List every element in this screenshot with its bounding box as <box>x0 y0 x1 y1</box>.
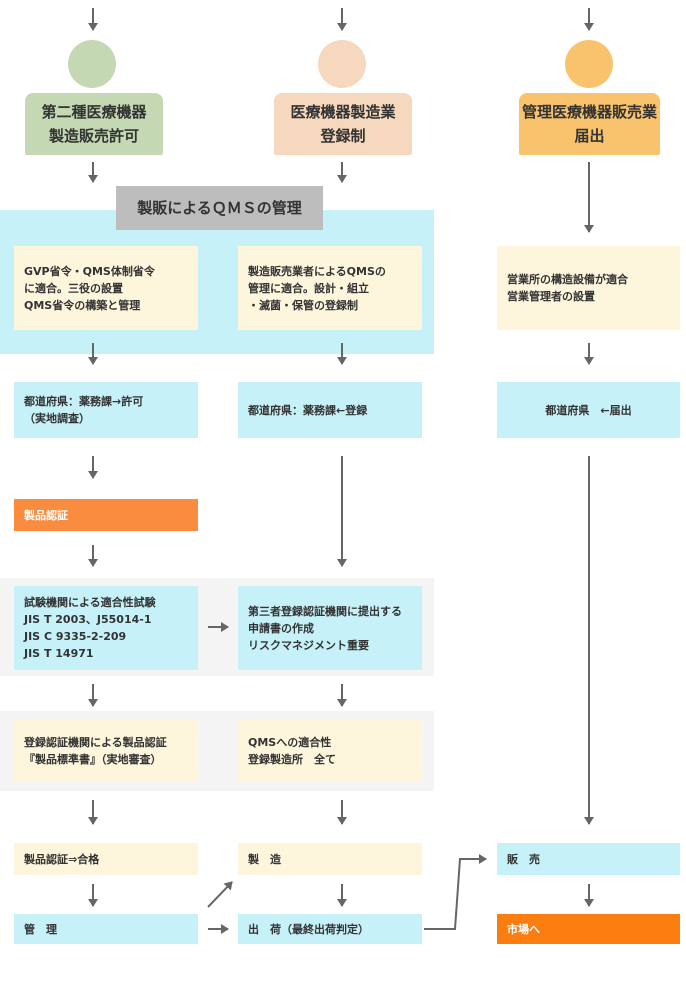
prefecture-register-box: 都道府県：薬務課←登録 <box>238 382 422 438</box>
cert-pass-box: 製品認証⇒合格 <box>14 843 198 875</box>
prefecture-permit-box: 都道府県：薬務課→許可（実地調査） <box>14 382 198 438</box>
manage-box: 管 理 <box>14 914 198 944</box>
col1-title: 第二種医療機器 製造販売許可 <box>25 93 163 155</box>
manufacture-box: 製 造 <box>238 843 422 875</box>
col3-requirement-box: 営業所の構造設備が適合営業管理者の設置 <box>497 246 680 330</box>
qms-right-box: 製造販売業者によるQMSの管理に適合。設計・組立・滅菌・保管の登録制 <box>238 246 422 330</box>
qms-conformity-box: QMSへの適合性登録製造所 全て <box>238 720 422 782</box>
cert-body-box: 登録認証機関による製品認証『製品標準書』（実地審査） <box>14 720 198 782</box>
qms-title: 製販によるＱＭＳの管理 <box>116 186 323 230</box>
col3-title: 管理医療機器販売業 届出 <box>519 93 660 155</box>
arrow-manage-to-manu <box>207 881 233 908</box>
arrow-ship-to-sales <box>424 854 487 930</box>
product-cert-label: 製品認証 <box>14 499 198 531</box>
prefecture-notify-box: 都道府県 ←届出 <box>497 382 680 438</box>
col2-title: 医療機器製造業 登録制 <box>274 93 412 155</box>
person-head-3 <box>565 40 613 88</box>
market-box: 市場へ <box>497 914 680 944</box>
person-head-1 <box>68 40 116 88</box>
shipping-box: 出 荷（最終出荷判定） <box>238 914 422 944</box>
person-head-2 <box>318 40 366 88</box>
third-party-box: 第三者登録認証機関に提出する申請書の作成リスクマネジメント重要 <box>238 586 422 670</box>
sales-box: 販 売 <box>497 843 680 875</box>
